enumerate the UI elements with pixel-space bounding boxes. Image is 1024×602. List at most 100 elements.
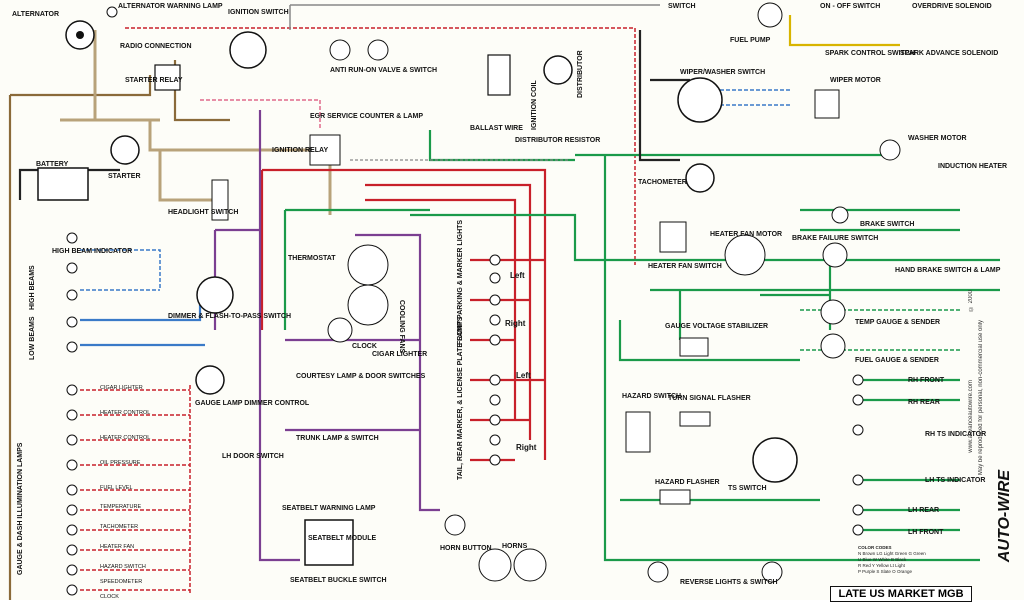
label-ignition-relay: IGNITION RELAY xyxy=(272,147,328,154)
label-temp-gauge: TEMP GAUGE & SENDER xyxy=(855,319,940,326)
label-clock: CLOCK xyxy=(352,343,377,350)
label-lh-rear: LH REAR xyxy=(908,507,939,514)
components xyxy=(37,2,901,596)
label-overdrive: OVERDRIVE SOLENOID xyxy=(912,3,992,10)
label-battery: BATTERY xyxy=(36,161,69,168)
dash-lamp-label: HAZARD SWITCH xyxy=(100,564,146,570)
label-high-beams: HIGH BEAMS xyxy=(29,265,36,310)
label-distributor: DISTRIBUTOR xyxy=(577,50,584,98)
label-turn-flasher: TURN SIGNAL FLASHER xyxy=(668,395,751,402)
label-front-park: FRONT PARKING & MARKER LIGHTS xyxy=(457,220,464,345)
label-horns: HORNS xyxy=(502,543,528,550)
label-ignition-coil: IGNITION COIL xyxy=(531,80,538,131)
label-starter-relay: STARTER RELAY xyxy=(125,77,183,84)
dash-lamp-label: TACHOMETER xyxy=(100,524,138,530)
label-alt-warning: ALTERNATOR WARNING LAMP xyxy=(118,3,223,10)
color-code-legend: COLOR CODES N Brown LG Light Green G Gre… xyxy=(858,545,978,575)
legend-row: N Brown LG Light Green G Green xyxy=(858,551,926,556)
seatbelt-module-symbol xyxy=(304,519,354,566)
label-anti-runon: ANTI RUN-ON VALVE & SWITCH xyxy=(330,67,437,74)
legend-row: P Purple S Slate O Orange xyxy=(858,569,912,574)
ignition-switch-symbol xyxy=(229,31,267,69)
label-rh-front: RH FRONT xyxy=(908,377,945,384)
label-lh-door: LH DOOR SWITCH xyxy=(222,453,284,460)
label-ignition-switch: IGNITION SWITCH xyxy=(228,9,289,16)
label-seatbelt-warn: SEATBELT WARNING LAMP xyxy=(282,505,376,512)
label-wiper-motor: WIPER MOTOR xyxy=(830,77,881,84)
copyright-note: May be reproduced for personal, non-comm… xyxy=(978,320,984,476)
dash-lamp-label: FUEL LEVEL xyxy=(100,485,133,491)
label-brake-switch: BRAKE SWITCH xyxy=(860,221,914,228)
labels: ALTERNATOR ALTERNATOR WARNING LAMP RADIO… xyxy=(12,3,1007,586)
label-spark-ctrl: SPARK CONTROL SWITCH xyxy=(825,50,915,57)
label-cigar: CIGAR LIGHTER xyxy=(372,351,427,358)
legend-row: R Red Y Yellow Lt Light xyxy=(858,563,905,568)
label-rh-ts: RH TS INDICATOR xyxy=(925,431,986,438)
label-fuel-pump: FUEL PUMP xyxy=(730,37,771,44)
label-wiper-switch: WIPER/WASHER SWITCH xyxy=(680,69,765,76)
label-lh-ts: LH TS INDICATOR xyxy=(925,477,985,484)
dash-lamp-label: CIGAR LIGHTER xyxy=(100,385,143,391)
label-headlight-switch: HEADLIGHT SWITCH xyxy=(168,209,238,216)
label-ts-switch: TS SWITCH xyxy=(728,485,767,492)
label-gauge-voltage: GAUGE VOLTAGE STABILIZER xyxy=(665,323,768,330)
label-alternator: ALTERNATOR xyxy=(12,11,59,18)
label-high-beam-ind: HIGH BEAM INDICATOR xyxy=(52,248,132,255)
label-egr: EGR SERVICE COUNTER & LAMP xyxy=(310,113,423,120)
label-lh-front: LH FRONT xyxy=(908,529,944,536)
label-starter: STARTER xyxy=(108,173,141,180)
label-horn-button: HORN BUTTON xyxy=(440,545,492,552)
label-induction-heater: INDUCTION HEATER xyxy=(938,163,1007,170)
brand-logo: AUTO-WIRE xyxy=(996,470,1020,590)
vertical-labels: HIGH BEAMS LOW BEAMS GAUGE & DASH ILLUMI… xyxy=(17,220,464,575)
label-cooling-fans: COOLING FANS xyxy=(398,300,405,354)
battery-symbol xyxy=(37,167,89,201)
copyright-year: © 2000 xyxy=(968,290,974,312)
dash-lamp-label: HEATER CONTROL xyxy=(100,410,150,416)
label-heater-fan-switch: HEATER FAN SWITCH xyxy=(648,263,722,270)
dash-lamp-labels: CIGAR LIGHTER HEATER CONTROL HEATER CONT… xyxy=(100,385,150,600)
dash-lamp-label: CLOCK xyxy=(100,594,119,600)
label-right-1: Right xyxy=(505,319,526,328)
label-tachometer: TACHOMETER xyxy=(638,179,687,186)
label-tail-rear: TAIL, REAR MARKER, & LICENSE PLATE LAMPS xyxy=(457,316,464,480)
label-dist-resistor: DISTRIBUTOR RESISTOR xyxy=(515,137,600,144)
label-heater-fan-motor: HEATER FAN MOTOR xyxy=(710,231,782,238)
label-right-2: Right xyxy=(516,443,537,452)
label-courtesy: COURTESY LAMP & DOOR SWITCHES xyxy=(296,373,426,380)
label-reverse: REVERSE LIGHTS & SWITCH xyxy=(680,579,778,586)
label-gauge-dash: GAUGE & DASH ILLUMINATION LAMPS xyxy=(17,442,24,575)
dash-lamp-label: TEMPERATURE xyxy=(100,504,141,510)
label-radio: RADIO CONNECTION xyxy=(120,43,192,50)
label-low-beams: LOW BEAMS xyxy=(29,316,36,360)
legend-heading: COLOR CODES xyxy=(858,545,892,550)
website-note: www.advanceautowire.com xyxy=(968,380,974,453)
dash-lamp-label: SPEEDOMETER xyxy=(100,579,142,585)
label-hand-brake: HAND BRAKE SWITCH & LAMP xyxy=(895,267,1001,274)
label-left-2: Left xyxy=(516,371,531,380)
legend-row: U Blue W White B Black xyxy=(858,557,907,562)
label-ballast: BALLAST WIRE xyxy=(470,125,523,132)
label-trunk: TRUNK LAMP & SWITCH xyxy=(296,435,379,442)
label-thermostat: THERMOSTAT xyxy=(288,255,336,262)
dash-lamp-label: HEATER FAN xyxy=(100,544,134,550)
starter-symbol xyxy=(110,135,140,165)
dash-lamp-label: HEATER CONTROL xyxy=(100,435,150,441)
label-dimmer: DIMMER & FLASH-TO-PASS SWITCH xyxy=(168,313,291,320)
brand-text: AUTO-WIRE xyxy=(996,470,1013,563)
label-hazard-switch: HAZARD SWITCH xyxy=(622,393,681,400)
label-hazard-flasher: HAZARD FLASHER xyxy=(655,479,720,486)
label-seatbelt-buckle: SEATBELT BUCKLE SWITCH xyxy=(290,577,387,584)
label-seatbelt-module: SEATBELT MODULE xyxy=(308,535,377,542)
dash-lamp-label: OIL PRESSURE xyxy=(100,460,141,466)
label-brake-failure: BRAKE FAILURE SWITCH xyxy=(792,235,878,242)
label-switch-top: SWITCH xyxy=(668,3,696,10)
label-on-off: ON - OFF SWITCH xyxy=(820,3,880,10)
label-washer-motor: WASHER MOTOR xyxy=(908,135,967,142)
label-spark-adv: SPARK ADVANCE SOLENOID xyxy=(900,50,998,57)
label-gauge-dimmer: GAUGE LAMP DIMMER CONTROL xyxy=(195,400,310,407)
label-left-1: Left xyxy=(510,271,525,280)
label-rh-rear: RH REAR xyxy=(908,399,940,406)
